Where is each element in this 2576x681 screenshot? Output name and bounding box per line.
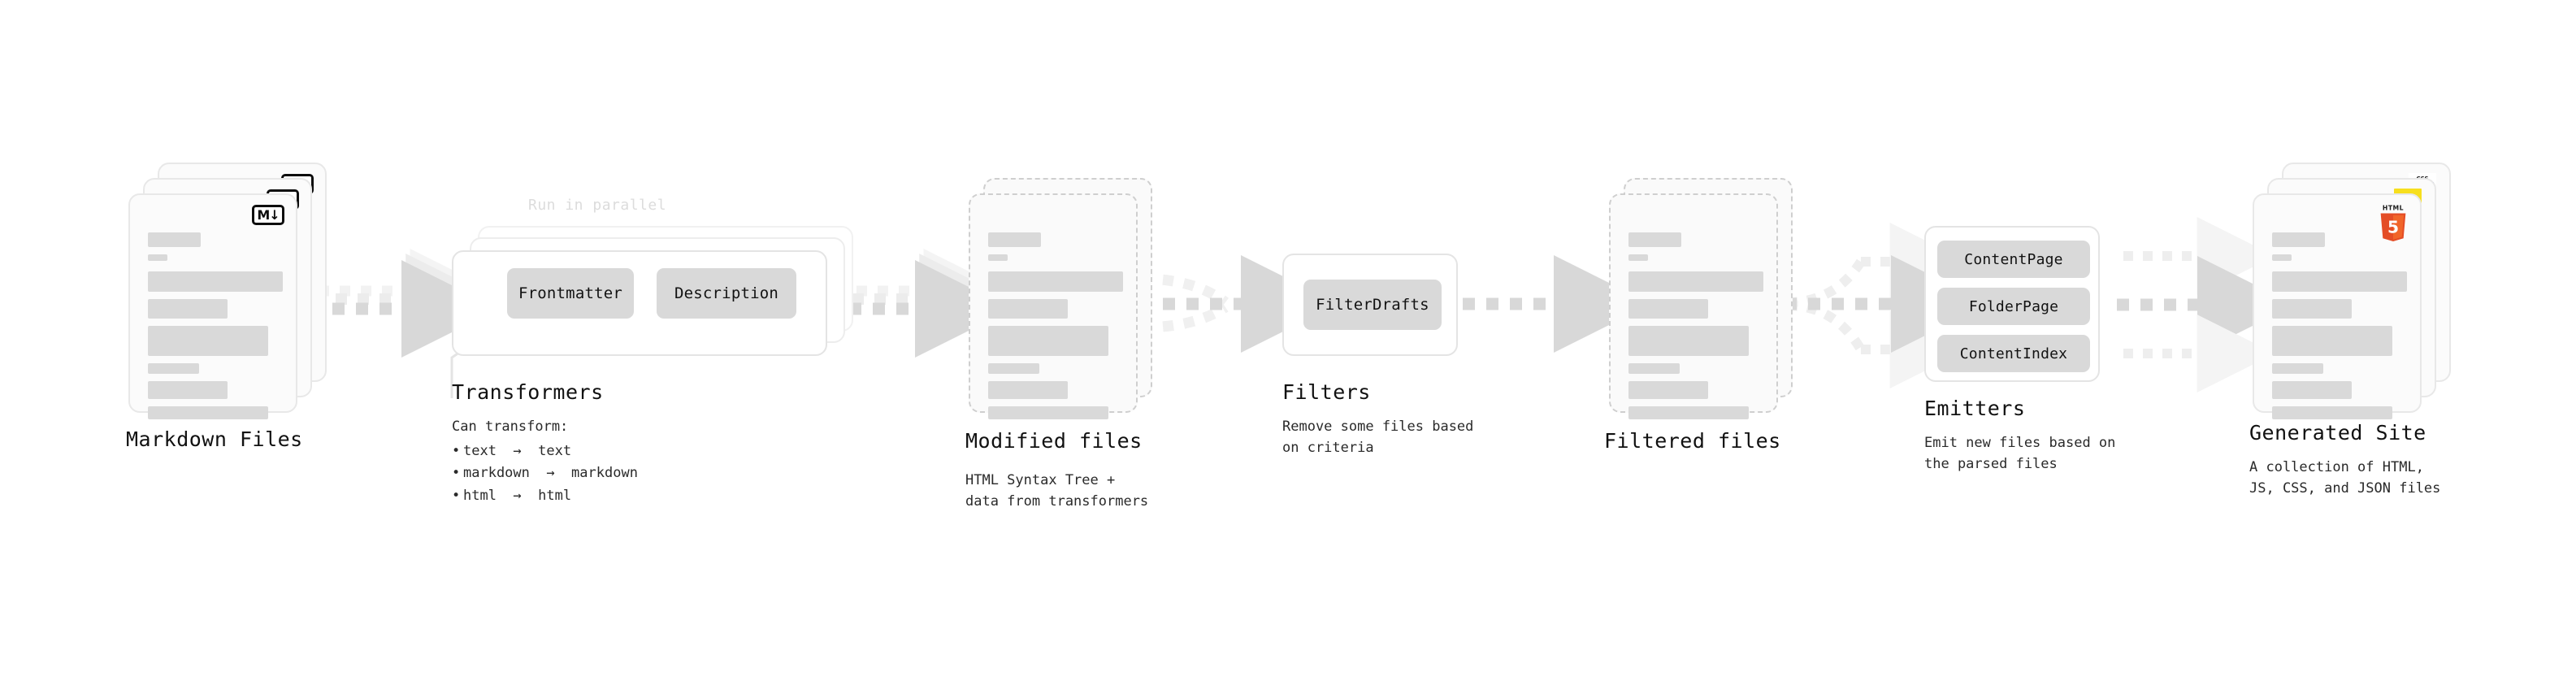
skeleton-bar xyxy=(2272,271,2407,292)
chip-label: FilterDrafts xyxy=(1316,296,1429,314)
filters-box: FilterDrafts xyxy=(1282,254,1458,356)
skeleton-bar xyxy=(1628,363,1680,374)
skeleton-bar xyxy=(988,271,1123,292)
capabilities-list: text → text markdown → markdown html → h… xyxy=(452,440,638,508)
skeleton-bar xyxy=(2272,254,2292,261)
chip-label: FolderPage xyxy=(1968,297,2059,315)
connector-emitters-to-site xyxy=(2117,217,2295,393)
desc-emitters: Emit new files based on the parsed files xyxy=(1924,435,2116,473)
stage-filtered-files xyxy=(1609,178,1812,437)
skeleton-bar xyxy=(148,232,201,247)
desc-modified-files: HTML Syntax Tree + data from transformer… xyxy=(965,472,1149,510)
doc-skeleton xyxy=(148,232,283,427)
skeleton-bar xyxy=(148,299,228,319)
skeleton-bar xyxy=(148,254,167,261)
label-filters: Filters xyxy=(1282,380,1371,404)
skeleton-bar xyxy=(2272,381,2352,399)
skeleton-bar xyxy=(1628,271,1763,292)
skeleton-bar xyxy=(988,299,1068,319)
chip-filterdrafts[interactable]: FilterDrafts xyxy=(1303,280,1442,330)
label-filtered-files: Filtered files xyxy=(1604,429,1781,453)
skeleton-bar xyxy=(1628,381,1708,399)
skeleton-bar xyxy=(148,363,199,374)
chip-frontmatter[interactable]: Frontmatter xyxy=(507,268,634,319)
label-markdown-files: Markdown Files xyxy=(126,427,303,451)
label-transformers: Transformers xyxy=(452,380,604,404)
transformers-capabilities: Can transform: text → text markdown → ma… xyxy=(452,416,638,507)
skeleton-bar xyxy=(148,326,268,356)
emitters-box: ContentPage FolderPage ContentIndex xyxy=(1924,226,2100,382)
site-card-front-html: HTML 5 xyxy=(2253,193,2422,419)
skeleton-bar xyxy=(148,406,268,419)
skeleton-bar xyxy=(988,326,1108,356)
label-generated-site: Generated Site xyxy=(2249,421,2426,445)
html5-icon-svg: HTML 5 xyxy=(2380,205,2406,242)
markdown-icon: M↓ xyxy=(252,205,284,225)
markdown-card-front: M↓ xyxy=(128,193,297,419)
skeleton-bar xyxy=(1628,326,1749,356)
list-item: markdown → markdown xyxy=(452,462,638,485)
chip-label: ContentPage xyxy=(1964,250,2063,268)
html5-icon: HTML 5 xyxy=(2376,203,2410,245)
skeleton-bar xyxy=(2272,299,2352,319)
skeleton-bar xyxy=(988,363,1039,374)
skeleton-bar xyxy=(1628,232,1681,247)
transformers-box: Frontmatter Description xyxy=(452,250,827,356)
skeleton-bar xyxy=(148,271,283,292)
svg-text:HTML: HTML xyxy=(2383,205,2404,212)
stage-generated-site: CSS HTML xyxy=(2253,163,2464,437)
chip-contentindex[interactable]: ContentIndex xyxy=(1937,335,2090,372)
skeleton-bar xyxy=(2272,326,2392,356)
list-item: text → text xyxy=(452,440,638,463)
skeleton-bar xyxy=(148,381,228,399)
note-run-in-parallel: Run in parallel xyxy=(528,197,667,214)
doc-skeleton xyxy=(988,232,1123,427)
skeleton-bar xyxy=(2272,363,2323,374)
skeleton-bar xyxy=(988,232,1041,247)
markdown-icon-glyph: M↓ xyxy=(252,205,284,225)
chip-contentpage[interactable]: ContentPage xyxy=(1937,241,2090,278)
capabilities-lead: Can transform: xyxy=(452,419,569,435)
chip-label: Frontmatter xyxy=(518,284,623,302)
label-modified-files: Modified files xyxy=(965,429,1143,453)
stage-markdown-files: M↓ M↓ M↓ xyxy=(128,163,332,437)
skeleton-bar xyxy=(1628,254,1648,261)
chip-description[interactable]: Description xyxy=(657,268,796,319)
chip-label: Description xyxy=(674,284,779,302)
skeleton-bar xyxy=(988,406,1108,419)
modified-card-front xyxy=(969,193,1138,419)
chip-folderpage[interactable]: FolderPage xyxy=(1937,288,2090,325)
doc-skeleton xyxy=(1628,232,1763,427)
filtered-card-front xyxy=(1609,193,1778,419)
skeleton-bar xyxy=(2272,232,2325,247)
svg-text:5: 5 xyxy=(2387,217,2399,236)
chip-label: ContentIndex xyxy=(1959,345,2068,362)
skeleton-bar xyxy=(988,381,1068,399)
desc-generated-site: A collection of HTML, JS, CSS, and JSON … xyxy=(2249,459,2441,497)
stage-modified-files xyxy=(969,178,1172,437)
skeleton-bar xyxy=(2272,406,2392,419)
doc-skeleton xyxy=(2272,232,2407,427)
desc-filters: Remove some files based on criteria xyxy=(1282,419,1474,457)
list-item: html → html xyxy=(452,485,638,508)
label-emitters: Emitters xyxy=(1924,397,2026,420)
skeleton-bar xyxy=(1628,406,1749,419)
skeleton-bar xyxy=(1628,299,1708,319)
skeleton-bar xyxy=(988,254,1008,261)
